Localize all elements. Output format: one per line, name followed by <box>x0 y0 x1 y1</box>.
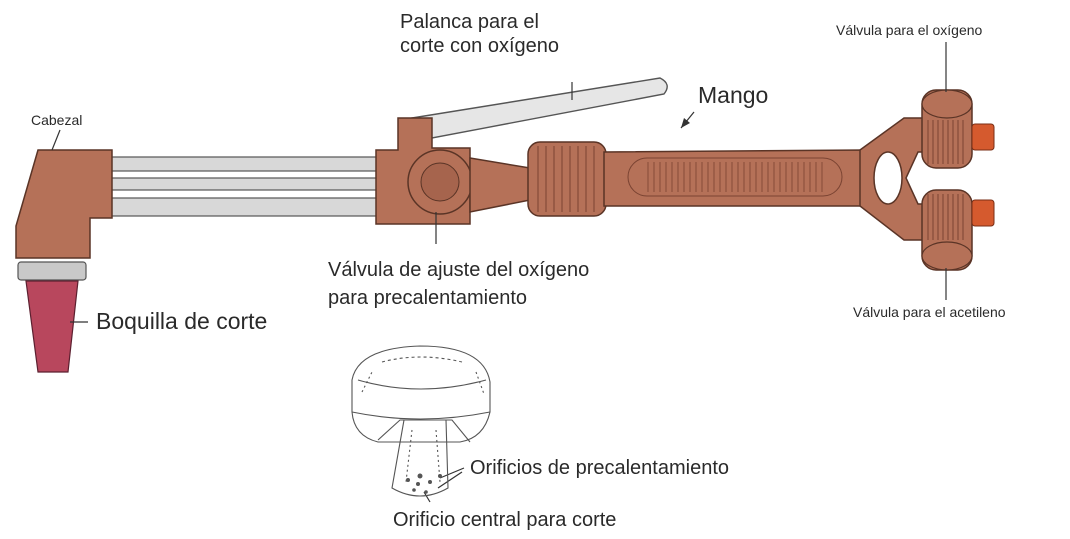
nozzle-tip-inset <box>351 345 491 497</box>
handle-grip-pattern <box>627 157 843 197</box>
torch-neck <box>469 157 531 213</box>
oxygen-cutting-lever <box>410 77 668 139</box>
label-orificios-precalentamiento: Orificios de precalentamiento <box>470 457 730 479</box>
label-cabezal: Cabezal <box>31 112 83 128</box>
label-valvula-oxigeno: Válvula para el oxígeno <box>836 22 983 38</box>
torch-tubes <box>107 156 379 217</box>
label-mango: Mango <box>698 82 769 108</box>
label-boquilla-de-corte: Boquilla de corte <box>96 308 268 334</box>
label-valvula-ajuste-oxigeno: Válvula de ajuste del oxígeno para preca… <box>328 259 590 309</box>
nozzle-orifices <box>406 473 442 494</box>
label-valvula-acetileno: Válvula para el acetileno <box>853 304 1006 320</box>
oxygen-connector <box>971 123 995 151</box>
oxygen-valve-knob <box>921 89 973 169</box>
nozzle-nut <box>17 261 87 281</box>
label-palanca-corte-oxigeno: Palanca para el corte con oxígeno <box>400 11 559 57</box>
torch-head <box>15 149 113 259</box>
acetylene-connector <box>971 199 995 227</box>
acetylene-valve-knob <box>921 189 973 271</box>
cutting-nozzle <box>25 280 79 373</box>
label-orificio-central: Orificio central para corte <box>393 509 617 531</box>
